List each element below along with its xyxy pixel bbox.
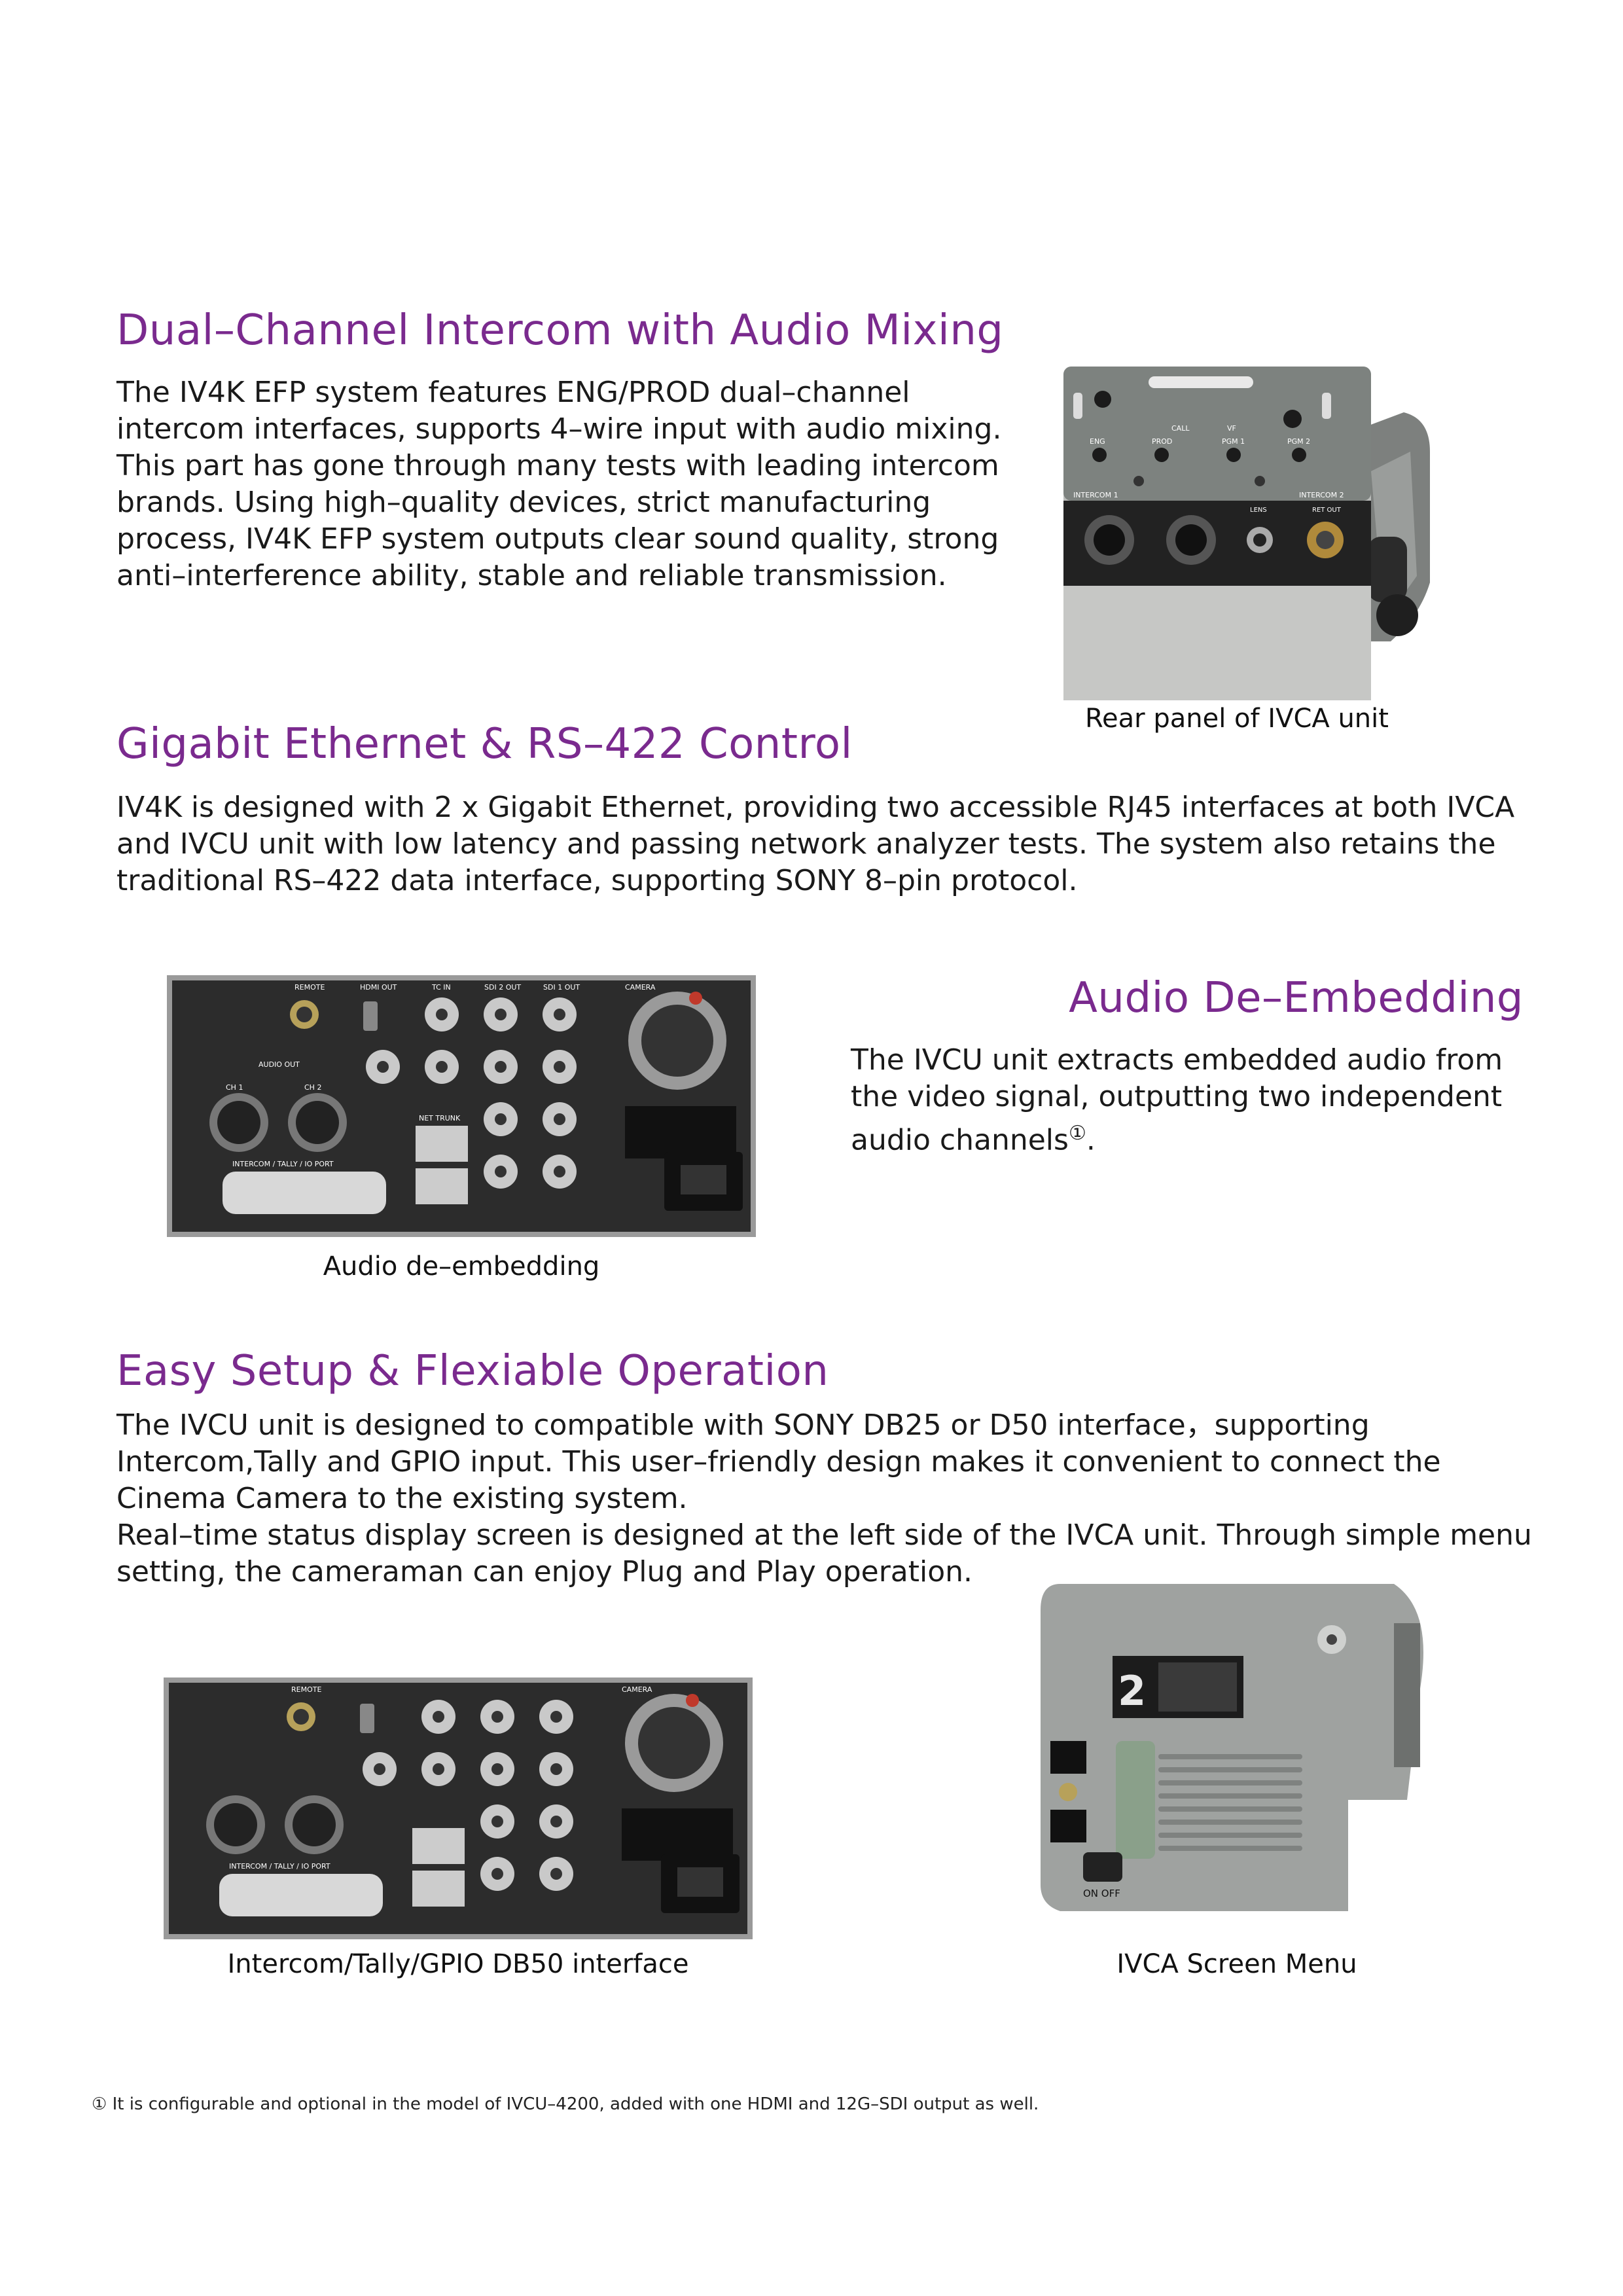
intercom-line: anti–interference ability, stable and re… [116,559,947,592]
panel-label: CAMERA [625,983,656,992]
ethernet-line: and IVCU unit with low latency and passi… [116,827,1496,861]
setup-line: The IVCU unit is designed to compatible … [116,1408,1370,1442]
power-label: ON OFF [1083,1888,1120,1899]
panel-label: AUDIO OUT [259,1060,300,1069]
panel-label: CALL [1171,424,1190,433]
panel-label: PGM 2 [1287,437,1310,446]
ivca-rear-panel-caption: Rear panel of IVCA unit [1085,704,1389,734]
intercom-line: This part has gone through many tests wi… [116,449,999,482]
panel-label: SDI 1 OUT [543,983,580,992]
footnote: ① It is configurable and optional in the… [92,2094,1039,2114]
ivca-screen-caption: IVCA Screen Menu [1116,1949,1357,1979]
ivcu-rear-panel-photo: REMOTE HDMI OUT TC IN SDI 2 OUT SDI 1 OU… [167,975,756,1237]
panel-label: INTERCOM / TALLY / IO PORT [232,1160,334,1168]
deembed-line: audio channels [851,1123,1069,1157]
panel-label: RET OUT [1312,507,1342,514]
panel-label: CH 2 [304,1083,321,1092]
ethernet-line: traditional RS–422 data interface, suppo… [116,864,1078,897]
panel-label: SDI 2 OUT [484,983,521,992]
setup-line: Cinema Camera to the existing system. [116,1482,688,1515]
screen-number: 2 [1118,1667,1146,1715]
panel-label: INTERCOM 1 [1073,491,1118,499]
setup-line: Real–time status display screen is desig… [116,1518,1532,1552]
ivca-screen-photo: 2 ON OFF [1041,1584,1433,1924]
panel-label: INTERCOM 2 [1299,491,1344,499]
panel-label: HDMI OUT [360,983,397,992]
deembed-period: . [1086,1123,1096,1157]
panel-label: VF [1227,424,1236,433]
setup-line: setting, the cameraman can enjoy Plug an… [116,1555,973,1588]
intercom-line: brands. Using high–quality devices, stri… [116,486,931,519]
intercom-title: Dual–Channel Intercom with Audio Mixing [116,306,1004,355]
panel-label: CH 1 [226,1083,243,1092]
deembed-line: the video signal, outputting two indepen… [851,1080,1503,1113]
panel-label: LENS [1250,507,1267,514]
intercom-line: The IV4K EFP system features ENG/PROD du… [116,376,910,409]
panel-label: ENG [1090,437,1105,446]
deembed-line-last: audio channels①. [851,1115,1538,1159]
db50-caption: Intercom/Tally/GPIO DB50 interface [227,1949,689,1979]
intercom-line: process, IV4K EFP system outputs clear s… [116,522,999,556]
ethernet-line: IV4K is designed with 2 x Gigabit Ethern… [116,791,1515,824]
setup-body: The IVCU unit is designed to compatible … [116,1407,1556,1590]
panel-label: REMOTE [294,983,325,992]
ivcu-db50-photo: REMOTE CAMERA INTERCOM / TALLY / IO PORT [164,1677,753,1939]
ethernet-body: IV4K is designed with 2 x Gigabit Ethern… [116,789,1524,899]
setup-title: Easy Setup & Flexiable Operation [116,1347,829,1395]
panel-label: PGM 1 [1222,437,1245,446]
deembed-title: Audio De–Embedding [1069,974,1524,1022]
panel-label: TC IN [431,983,451,992]
deembed-body: The IVCU unit extracts embedded audio fr… [851,1042,1538,1159]
intercom-body: The IV4K EFP system features ENG/PROD du… [116,374,1033,594]
panel-label: PROD [1152,437,1172,446]
panel-label: NET TRUNK [419,1114,461,1122]
panel-label: CAMERA [622,1685,652,1694]
panel-label: REMOTE [291,1685,321,1694]
audio-deembed-caption: Audio de–embedding [323,1251,600,1282]
ethernet-title: Gigabit Ethernet & RS–422 Control [116,720,853,768]
setup-line: Intercom,Tally and GPIO input. This user… [116,1445,1441,1479]
ivca-rear-panel-photo: CALL VF ENG PROD PGM 1 PGM 2 INTERCOM 1 … [1063,367,1430,707]
intercom-line: intercom interfaces, supports 4–wire inp… [116,412,1002,446]
deembed-line: The IVCU unit extracts embedded audio fr… [851,1043,1503,1077]
footnote-mark: ① [1068,1122,1086,1145]
panel-label: INTERCOM / TALLY / IO PORT [229,1862,330,1871]
